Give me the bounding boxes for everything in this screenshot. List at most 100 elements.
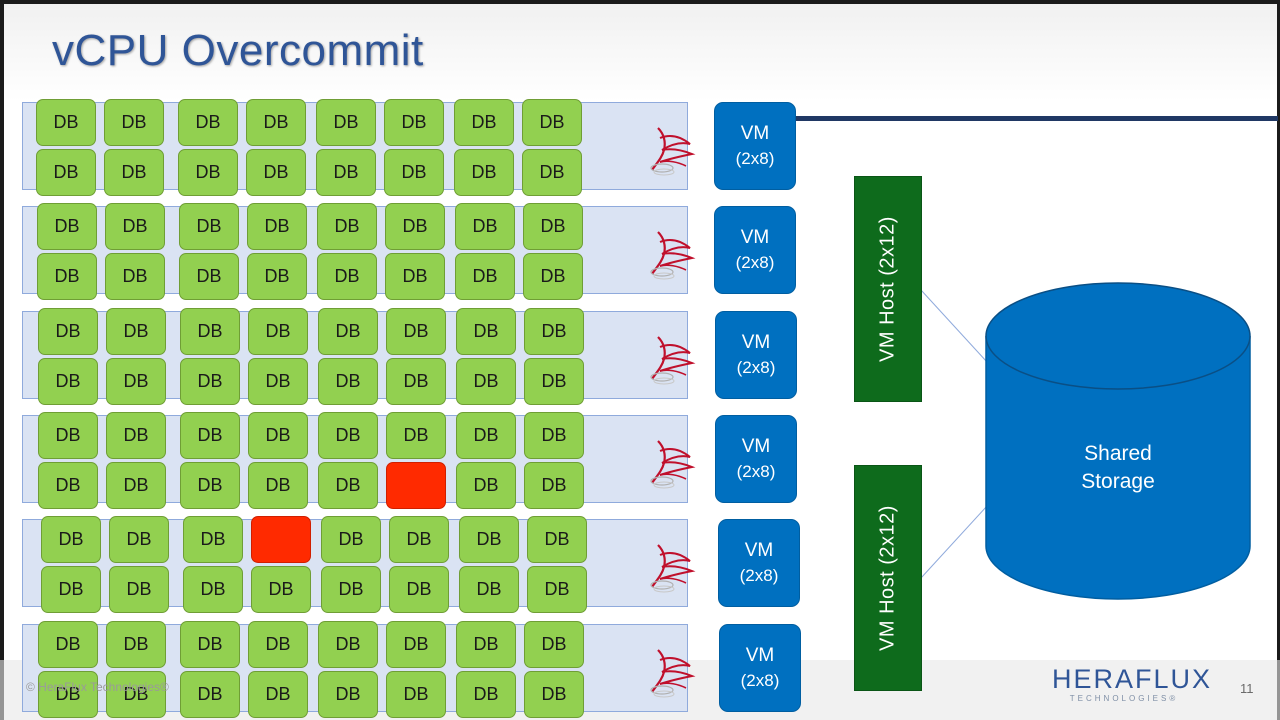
db-instance: DB [183,566,243,613]
db-instance: DB [316,99,376,146]
db-instance: DB [524,412,584,459]
db-instance: DB [456,308,516,355]
vm-label: VM [745,645,775,666]
db-instance: DB [384,99,444,146]
db-instance: DB [246,99,306,146]
db-instance: DB [38,412,98,459]
vm-label: VM [741,332,771,353]
db-instance: DB [454,149,514,196]
vm-box: VM(2x8) [714,206,796,294]
db-instance: DB [524,358,584,405]
db-instance: DB [104,149,164,196]
shared-storage-label-line2: Storage [1081,470,1155,493]
db-instance: DB [523,203,583,250]
db-instance: DB [318,358,378,405]
db-instance: DB [106,358,166,405]
db-instance: DB [180,412,240,459]
vm-size-label: (2x8) [740,671,780,690]
db-instance: DB [106,412,166,459]
storage-top [985,282,1251,390]
page-number: 11 [1240,681,1254,696]
db-instance: DB [318,308,378,355]
db-instance: DB [389,516,449,563]
db-instance: DB [38,308,98,355]
db-instance: DB [37,253,97,300]
db-instance: DB [386,621,446,668]
db-instance: DB [318,462,378,509]
db-instance: DB [456,358,516,405]
vm-size-label: (2x8) [736,462,776,481]
db-instance: DB [318,412,378,459]
db-instance: DB [248,308,308,355]
db-instance: DB [386,308,446,355]
slide-frame-right [1277,0,1280,720]
db-instance: DB [456,412,516,459]
logo-tagline: TECHNOLOGIES® [1069,694,1179,703]
db-instance: DB [386,671,446,718]
vm-box: VM (2x8) [715,415,797,503]
db-instance: DB [36,149,96,196]
db-instance: DB [456,671,516,718]
db-instance: DB [248,621,308,668]
vm-size-label: (2x8) [735,149,775,168]
db-instance: DB [321,516,381,563]
db-instance: DB [318,671,378,718]
db-instance: DB [522,149,582,196]
vm-label: VM [740,227,770,248]
db-instance: DB [109,516,169,563]
db-instance: DB [180,308,240,355]
db-instance: DB [317,253,377,300]
db-instance: DB [178,149,238,196]
db-instance: DB [248,358,308,405]
db-instance: DB [524,462,584,509]
db-instance: DB [41,566,101,613]
db-instance: DB [386,358,446,405]
db-instance: DB [38,671,98,718]
db-instance: DB [106,308,166,355]
slide-frame-left [0,0,4,720]
db-instance: DB [248,462,308,509]
db-instance: DB [37,203,97,250]
db-instance: DB [38,358,98,405]
db-instance: DB [41,516,101,563]
db-instance: DB [179,253,239,300]
sql-server-icon [650,649,696,698]
db-instance: DB [317,203,377,250]
db-instance: DB [180,671,240,718]
db-instance: DB [180,358,240,405]
db-instance: DB [180,462,240,509]
db-instance: DB [456,462,516,509]
vm-label: VM [744,540,774,561]
db-instance: DB [179,203,239,250]
vm-label: VM [741,436,771,457]
db-instance: DB [247,253,307,300]
db-instance: DB [523,253,583,300]
db-instance-failed [251,516,311,563]
db-instance: DB [522,99,582,146]
db-instance: DB [106,671,166,718]
db-instance: DB [318,621,378,668]
copyright-notice: © HeraFlux Technologies® [26,680,169,694]
db-instance: DB [386,412,446,459]
db-instance: DB [454,99,514,146]
sql-server-icon [650,336,696,385]
vm-size-label: (2x8) [736,358,776,377]
vm-label: VM [740,123,770,144]
db-instance: DB [524,671,584,718]
db-instance: DB [316,149,376,196]
db-instance: DB [178,99,238,146]
db-instance: DB [524,621,584,668]
vm-host-2: VM Host (2x12) [854,465,922,691]
db-instance: DB [106,621,166,668]
heraflux-logo: HERAFLUX TECHNOLOGIES® [1052,664,1210,703]
db-instance: DB [384,149,444,196]
db-instance: DB [527,566,587,613]
vm-box: VM (2x8) [715,311,797,399]
db-instance: DB [455,203,515,250]
vm-box: VM(2x8) [718,519,800,607]
slide-frame-top [0,0,1280,4]
sql-server-icon [650,440,696,489]
db-instance: DB [248,412,308,459]
db-instance: DB [321,566,381,613]
shared-storage-cylinder [985,282,1251,600]
